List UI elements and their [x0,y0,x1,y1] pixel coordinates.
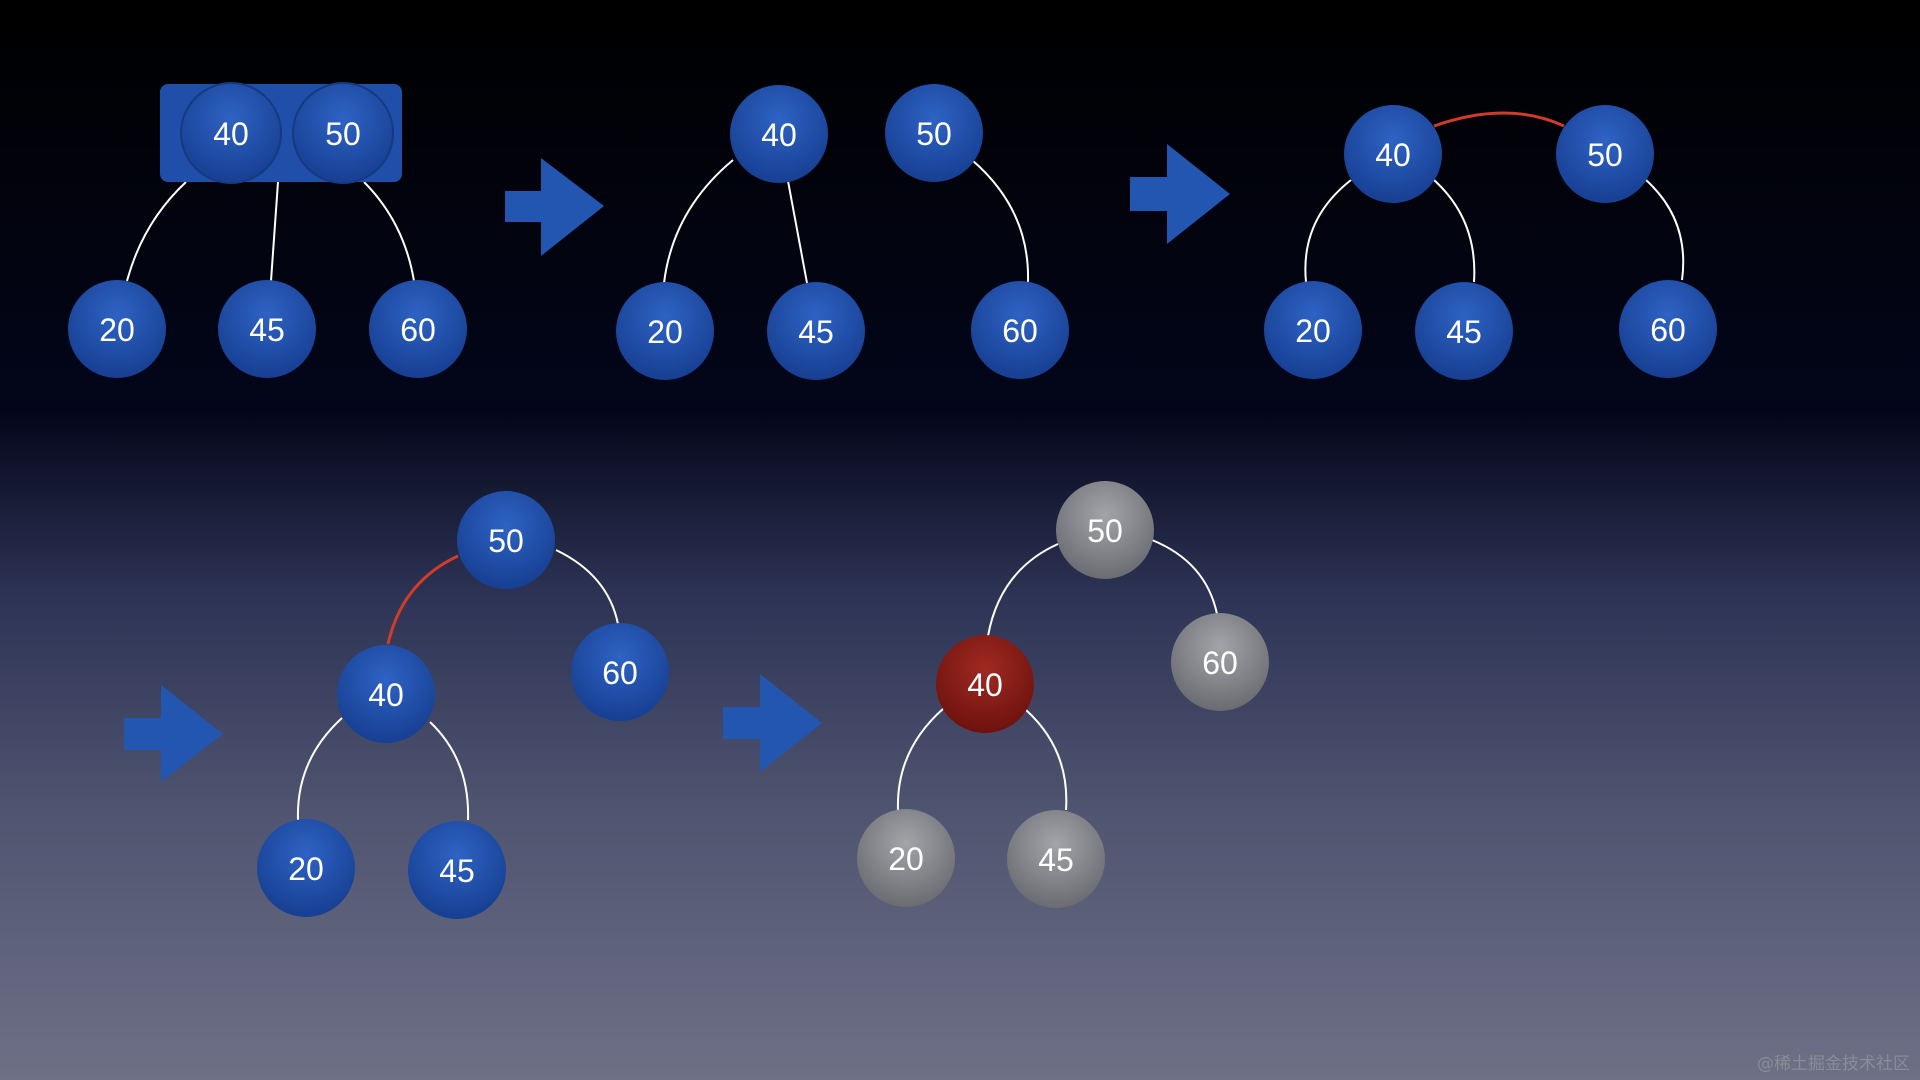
node-20: 20 [857,809,955,907]
node-45: 45 [218,280,316,378]
edge [429,721,470,821]
node-label: 20 [99,312,135,348]
edge [987,543,1059,637]
node-label: 20 [288,851,324,887]
node-40: 40 [180,82,282,184]
node-50: 50 [292,82,394,184]
edge [1304,179,1352,283]
node-label: 60 [1202,645,1238,681]
stage-5: 50 40 60 20 45 [857,481,1269,908]
right-arrow-icon [124,685,223,782]
edge [896,707,945,811]
node-label: 20 [1295,313,1331,349]
node-label: 20 [888,841,924,877]
node-label: 60 [602,655,638,691]
node-label: 40 [1375,137,1411,173]
node-label: 45 [439,853,475,889]
node-60: 60 [369,280,467,378]
node-label: 40 [967,667,1003,703]
stage-1: 40 50 20 45 60 [68,82,467,378]
right-arrow-icon [505,158,604,256]
edge [1645,179,1685,281]
node-label: 50 [1087,513,1123,549]
node-40-red: 40 [936,635,1034,733]
node-45: 45 [767,282,865,380]
edge [296,717,343,821]
node-label: 50 [1587,137,1623,173]
node-20: 20 [1264,281,1362,379]
node-45: 45 [1415,282,1513,380]
red-link-edge [386,554,459,645]
edge [363,181,415,282]
right-arrow-icon [723,674,822,772]
node-40: 40 [1344,105,1442,203]
node-label: 40 [368,677,404,713]
stage-4: 50 40 60 20 45 [257,491,669,919]
node-50: 50 [1056,481,1154,579]
node-20: 20 [68,280,166,378]
edge [555,549,619,625]
node-label: 50 [488,523,524,559]
node-label: 20 [647,314,683,350]
node-60: 60 [971,281,1069,379]
node-label: 45 [1038,842,1074,878]
node-label: 60 [400,312,436,348]
node-50: 50 [1556,105,1654,203]
node-60: 60 [1619,280,1717,378]
node-label: 40 [761,117,797,153]
edge [971,159,1030,283]
watermark: @稀土掘金技术社区 [1757,1054,1910,1074]
node-60: 60 [571,623,669,721]
stage-3: 40 50 20 45 60 [1264,105,1717,380]
edge [1025,709,1068,811]
edge [126,181,187,282]
node-label: 45 [249,312,285,348]
node-50: 50 [457,491,555,589]
edge [270,181,279,282]
node-45: 45 [1007,810,1105,908]
node-label: 45 [798,314,834,350]
node-label: 40 [213,116,249,152]
node-label: 45 [1446,314,1482,350]
stage-2: 40 50 20 45 60 [616,84,1069,380]
node-40: 40 [337,645,435,743]
right-arrow-icon [1130,144,1230,244]
node-45: 45 [408,821,506,919]
node-40: 40 [730,85,828,183]
edge [663,159,734,284]
node-label: 50 [916,116,952,152]
node-50: 50 [885,84,983,182]
node-60: 60 [1171,613,1269,711]
edge [787,180,808,284]
node-label: 60 [1650,312,1686,348]
node-20: 20 [257,819,355,917]
red-link-edge [1433,111,1565,128]
edge [1151,539,1218,615]
node-label: 50 [325,116,361,152]
node-label: 60 [1002,313,1038,349]
edge [1433,179,1476,283]
node-20: 20 [616,282,714,380]
